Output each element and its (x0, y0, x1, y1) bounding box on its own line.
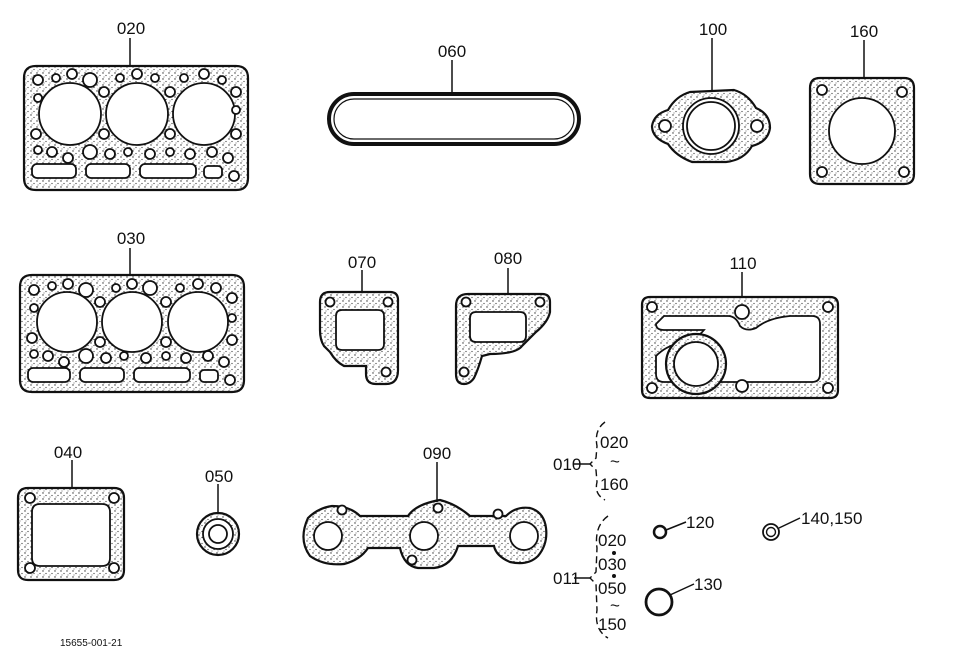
o-ring-120[interactable] (652, 524, 668, 540)
part-label-030: 030 (117, 229, 145, 248)
cylinder-head-gasket-020[interactable] (22, 64, 250, 192)
part-label-120: 120 (686, 513, 714, 532)
washer-140-150[interactable] (762, 523, 780, 541)
gasket-160[interactable] (808, 76, 916, 186)
part-label-070: 070 (348, 253, 376, 272)
part-label-090: 090 (423, 444, 451, 463)
part-label-160: 160 (850, 22, 878, 41)
cylinder-head-gasket-030[interactable] (18, 273, 246, 394)
gasket-080[interactable] (454, 292, 552, 386)
gasket-060[interactable] (327, 92, 581, 146)
gasket-070[interactable] (318, 290, 400, 386)
o-ring-130[interactable] (644, 587, 674, 617)
kit-011-item-4: 150 (598, 615, 626, 634)
flange-gasket-100[interactable] (650, 88, 772, 164)
kit-011-item-2: 030 (598, 555, 626, 574)
seal-050[interactable] (195, 511, 241, 557)
part-label-140-150: 140,150 (801, 509, 862, 528)
part-label-040: 040 (54, 443, 82, 462)
kit-bracket-011 (574, 515, 616, 639)
gasket-110[interactable] (640, 295, 840, 400)
part-label-050: 050 (205, 467, 233, 486)
kit-010-from: 020 (600, 433, 628, 452)
part-label-020: 020 (117, 19, 145, 38)
kit-010-tilde: ~ (610, 452, 620, 471)
part-label-080: 080 (494, 249, 522, 268)
part-label-110: 110 (729, 254, 756, 273)
drawing-code: 15655-001-21 (60, 638, 123, 649)
kit-011-item-1: 020 (598, 531, 626, 550)
kit-011-item-3: 050 (598, 579, 626, 598)
kit-bracket-010 (574, 421, 606, 501)
part-label-130: 130 (694, 575, 722, 594)
kit-011-tilde: ~ (610, 596, 620, 615)
leader-120 (665, 521, 687, 531)
kit-label-010: 010 (553, 455, 581, 474)
leader-130 (669, 583, 695, 596)
manifold-gasket-090[interactable] (302, 498, 548, 570)
gasket-040[interactable] (16, 486, 126, 582)
part-label-060: 060 (438, 42, 466, 61)
part-label-100: 100 (699, 20, 727, 39)
kit-010-to: 160 (600, 475, 628, 494)
leader-140-150 (778, 517, 801, 529)
kit-label-011: 011 (553, 569, 580, 588)
